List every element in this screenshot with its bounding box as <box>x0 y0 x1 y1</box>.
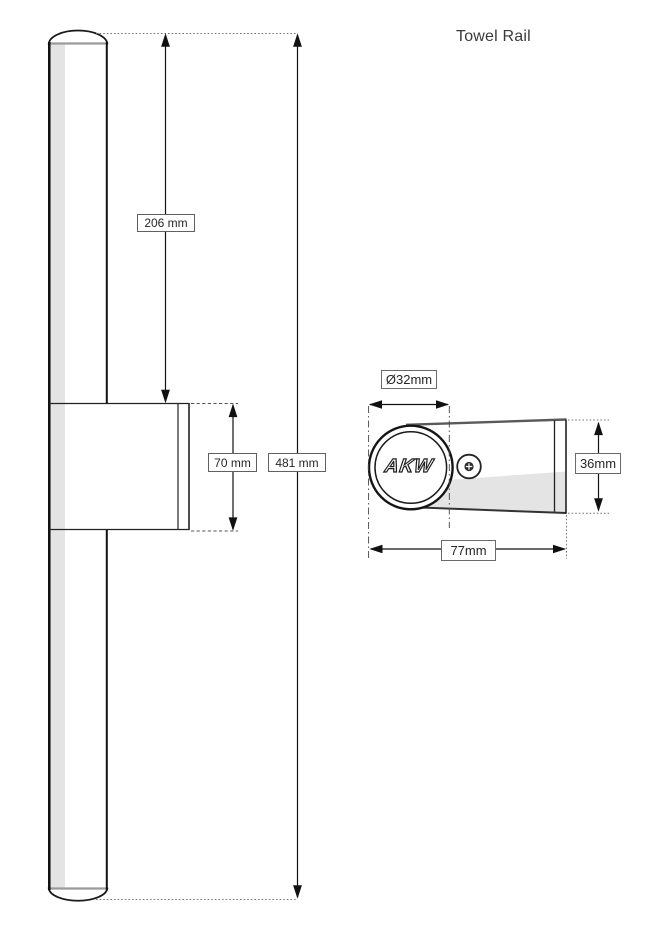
bracket-side-shading <box>416 471 567 513</box>
arrowhead-left-icon <box>368 400 382 409</box>
arrowhead-right-icon <box>436 400 450 409</box>
dim-label-70mm: 70 mm <box>208 453 257 472</box>
dim-label-36mm: 36mm <box>575 453 621 474</box>
rail-top-cap <box>47 29 109 45</box>
front-view-rail <box>47 29 109 902</box>
arrowhead-up-icon <box>228 403 238 418</box>
side-view-bracket <box>367 418 567 514</box>
rail-end-cap-inner-ring <box>374 430 448 505</box>
arrowhead-down-icon <box>228 517 238 531</box>
arrowhead-down-icon <box>594 498 603 512</box>
front-view-bracket <box>49 402 238 532</box>
bracket-side-bottom-edge <box>413 506 567 514</box>
arrowhead-up-icon <box>161 33 170 47</box>
dimension-extension-lines-front <box>96 33 296 900</box>
bracket-side-top-edge <box>405 418 567 426</box>
screw-icon <box>456 453 482 480</box>
dim-label-77mm: 77mm <box>441 540 496 561</box>
dim-label-206mm: 206 mm <box>137 214 195 232</box>
arrowhead-left-icon <box>369 544 383 554</box>
dim-label-481mm: 481 mm <box>268 453 326 472</box>
dimension-diameter-32 <box>368 400 450 558</box>
rail-shading-strip <box>51 40 65 890</box>
rail-bottom-cap <box>47 887 109 902</box>
arrowhead-right-icon <box>553 544 567 554</box>
arrowhead-up-icon <box>293 33 302 47</box>
akw-logo: AKW <box>383 455 436 477</box>
drawing-title: Towel Rail <box>456 28 531 45</box>
arrowhead-up-icon <box>594 421 603 436</box>
dim-label-diameter-32mm: Ø32mm <box>381 370 437 389</box>
arrowhead-down-icon <box>293 885 302 899</box>
arrowhead-down-icon <box>161 389 170 404</box>
